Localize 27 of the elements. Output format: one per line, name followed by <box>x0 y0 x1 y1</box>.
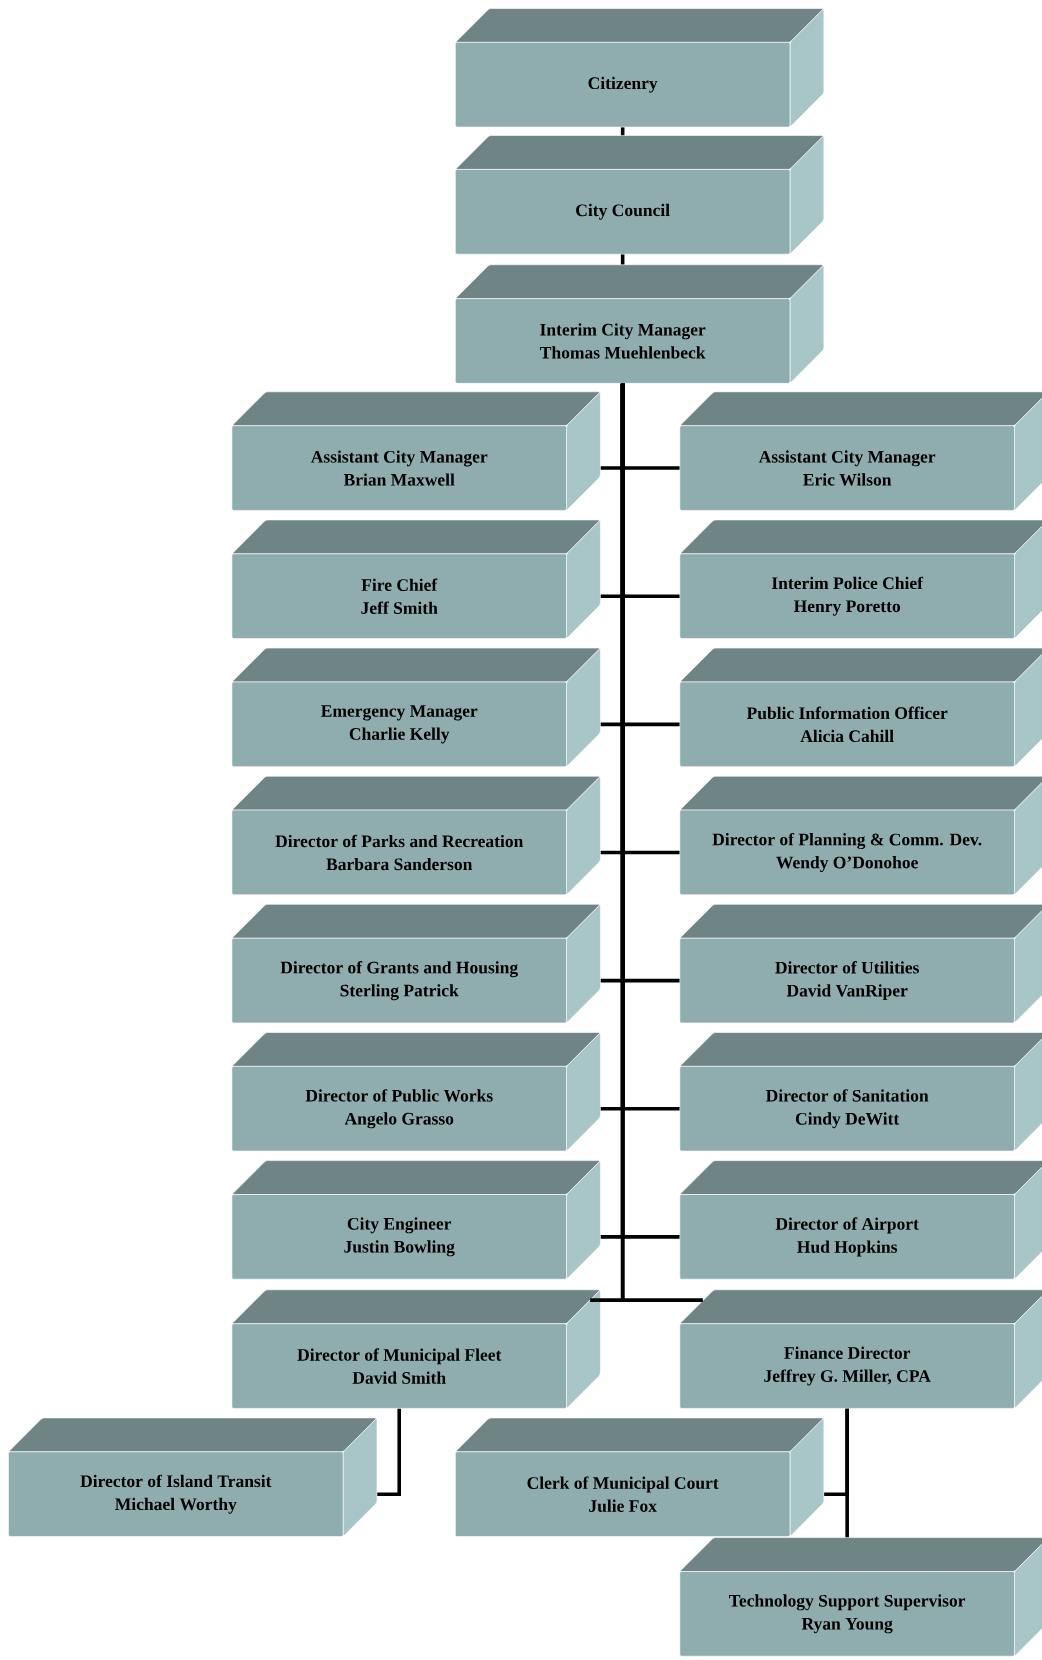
org-box: Citizenry <box>455 8 825 128</box>
org-box: Director of Parks and Recreation Barbara Sanderson <box>231 775 601 896</box>
org-box: City Council <box>455 135 825 255</box>
org-box: Finance Director Jeffrey G. Miller, CPA <box>679 1289 1042 1409</box>
org-box: Director of Grants and Housing Sterling Patrick <box>231 904 601 1024</box>
org-box: Director of Island Transit Michael Worthy <box>8 1417 378 1537</box>
org-box: Interim City Manager Thomas Muehlenbeck <box>455 264 825 384</box>
org-box: City Engineer Justin Bowling <box>231 1160 601 1280</box>
org-box: Clerk of Municipal Court Julie Fox <box>455 1417 825 1537</box>
connector-line <box>377 1408 402 1496</box>
org-box: Public Information Officer Alicia Cahill <box>679 647 1042 767</box>
org-box: Interim Police Chief Henry Poretto <box>679 519 1042 639</box>
org-box: Emergency Manager Charlie Kelly <box>231 647 601 767</box>
connector-line <box>620 383 703 1302</box>
org-box: Fire Chief Jeff Smith <box>231 519 601 639</box>
org-box: Technology Support Supervisor Ryan Young <box>679 1537 1042 1657</box>
connector-line <box>845 1408 849 1538</box>
org-box: Director of Planning & Comm. Dev. Wendy O’Donohoe <box>679 775 1042 896</box>
org-box: Director of Sanitation Cindy DeWitt <box>679 1032 1042 1152</box>
org-box: Director of Utilities David VanRiper <box>679 904 1042 1024</box>
org-box: Director of Municipal Fleet David Smith <box>231 1289 601 1409</box>
connector-line <box>620 254 625 265</box>
org-box: Director of Airport Hud Hopkins <box>679 1160 1042 1280</box>
org-box: Director of Public Works Angelo Grasso <box>231 1032 601 1152</box>
org-box: Assistant City Manager Eric Wilson <box>679 391 1042 511</box>
connector-line <box>620 127 625 136</box>
org-box: Assistant City Manager Brian Maxwell <box>231 391 601 511</box>
